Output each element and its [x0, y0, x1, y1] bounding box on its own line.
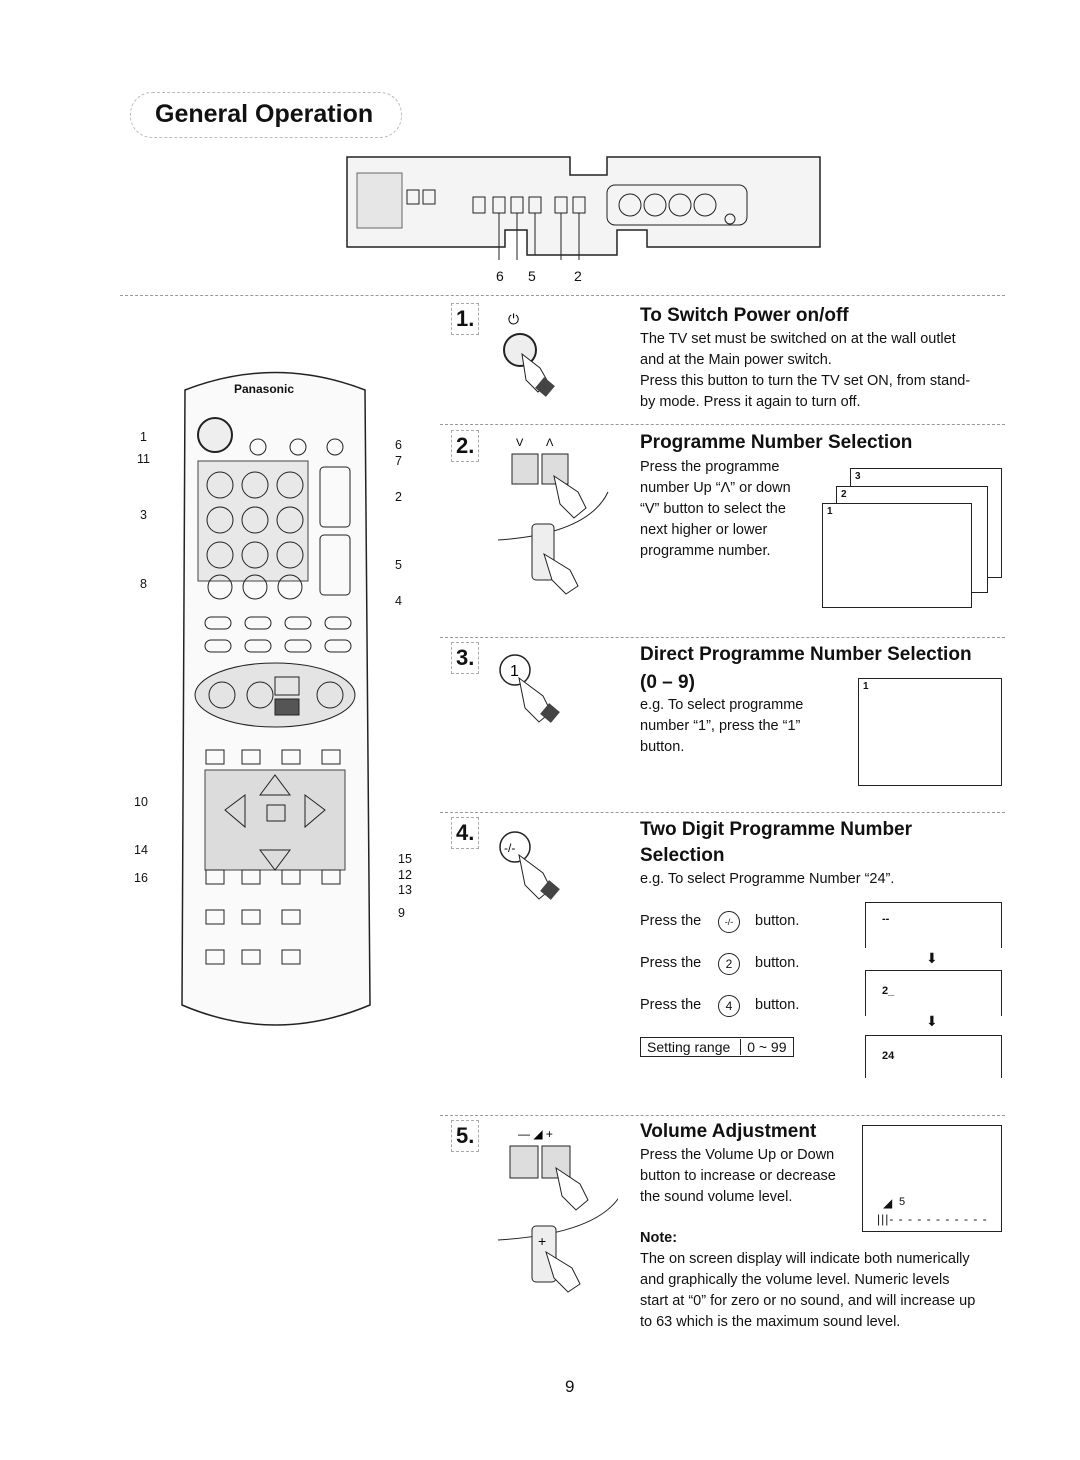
callout-10: 10: [134, 795, 148, 809]
button-label: button.: [755, 997, 800, 1013]
step-number-1: 1.: [451, 303, 480, 335]
callout-2: 2: [395, 490, 402, 504]
power-button-hand-icon: ⏻: [503, 311, 555, 397]
tv-screen-step-b: 2_: [865, 970, 1002, 1016]
note-label: Note:: [640, 1230, 678, 1246]
panel-label-5: 5: [528, 268, 536, 284]
key-4-icon: 4: [718, 995, 740, 1017]
page-number: 9: [565, 1377, 575, 1396]
callout-6: 6: [395, 438, 402, 452]
callout-14: 14: [134, 843, 148, 857]
section-3-line-3: button.: [640, 739, 685, 755]
setting-range-box: Setting range 0 ~ 99: [640, 1037, 794, 1057]
callout-1: 1: [140, 430, 147, 444]
remote-brand: Panasonic: [234, 382, 295, 396]
setting-range-label: Setting range: [647, 1039, 731, 1055]
callout-13: 13: [398, 883, 412, 897]
callout-8: 8: [140, 577, 147, 591]
digit-1-button-hand-icon: 1: [499, 654, 560, 723]
key-minus-icon: -/-: [718, 911, 740, 933]
step-number-4: 4.: [451, 817, 480, 849]
press-the-label: Press the: [640, 997, 702, 1013]
divider: [440, 424, 1005, 425]
section-1-line-2: and at the Main power switch.: [640, 352, 832, 368]
note-line-2: and graphically the volume level. Numeri…: [640, 1272, 950, 1288]
callout-7: 7: [395, 454, 402, 468]
volume-icon: ◢: [883, 1196, 893, 1210]
remote-control-diagram: [181, 371, 371, 1026]
setting-range-value: 0 ~ 99: [740, 1039, 787, 1055]
svg-text:Λ: Λ: [546, 437, 554, 449]
callout-11: 11: [137, 452, 150, 466]
arrow-down-icon: ⬇: [926, 950, 938, 966]
volume-button-hand-icon: — ◢ + +: [497, 1127, 618, 1293]
svg-text:1: 1: [510, 663, 519, 680]
tv-screen-1: 1: [822, 503, 972, 608]
two-digit-button-hand-icon: -/-: [499, 831, 560, 900]
page-title: General Operation: [130, 92, 402, 138]
button-label: button.: [755, 913, 800, 929]
note-line-4: to 63 which is the maximum sound level.: [640, 1314, 901, 1330]
tv-screen-volume: ◢ 5 |||- - - - - - - - - - -: [862, 1125, 1002, 1232]
step-number-5: 5.: [451, 1120, 480, 1152]
section-1-title: To Switch Power on/off: [640, 305, 849, 326]
section-3-line-1: e.g. To select programme: [640, 697, 804, 713]
button-label: button.: [755, 955, 800, 971]
tv-screen-step-a: --: [865, 902, 1002, 948]
section-3-subtitle: (0 – 9): [640, 672, 695, 693]
section-5-title: Volume Adjustment: [640, 1121, 817, 1142]
press-the-label: Press the: [640, 955, 702, 971]
section-3-title: Direct Programme Number Selection: [640, 644, 972, 665]
section-5-line-1: Press the Volume Up or Down: [640, 1147, 835, 1163]
press-the-label: Press the: [640, 913, 702, 929]
section-5-line-3: the sound volume level.: [640, 1189, 793, 1205]
section-2-line-3: “V” button to select the: [640, 501, 786, 517]
callout-3: 3: [140, 508, 147, 522]
svg-text:V: V: [516, 437, 524, 449]
panel-label-6: 6: [496, 268, 504, 284]
section-4-example: e.g. To select Programme Number “24”.: [640, 871, 895, 887]
step-number-3: 3.: [451, 642, 480, 674]
section-2-line-1: Press the programme: [640, 459, 780, 475]
callout-15: 15: [398, 852, 412, 866]
divider: [120, 295, 1005, 296]
section-3-line-2: number “1”, press the “1”: [640, 718, 801, 734]
divider: [440, 1115, 1005, 1116]
key-2-icon: 2: [718, 953, 740, 975]
section-5-line-2: button to increase or decrease: [640, 1168, 836, 1184]
callout-5: 5: [395, 558, 402, 572]
section-1-line-1: The TV set must be switched on at the wa…: [640, 331, 956, 347]
step-number-2: 2.: [451, 430, 480, 462]
panel-label-2: 2: [574, 268, 582, 284]
note-line-1: The on screen display will indicate both…: [640, 1251, 970, 1267]
section-1-line-4: by mode. Press it again to turn off.: [640, 394, 861, 410]
divider: [440, 637, 1005, 638]
callout-9: 9: [398, 906, 405, 920]
divider: [440, 812, 1005, 813]
callout-12: 12: [398, 868, 412, 882]
svg-text:+: +: [538, 1233, 546, 1249]
section-2-line-2: number Up “Λ” or down: [640, 480, 791, 496]
section-4-title-line-1: Two Digit Programme Number: [640, 819, 913, 840]
svg-text:— ◢ +: — ◢ +: [518, 1127, 553, 1141]
callout-4: 4: [395, 594, 402, 608]
svg-text:⏻: ⏻: [508, 311, 519, 327]
arrow-down-icon: ⬇: [926, 1013, 938, 1029]
section-2-line-4: next higher or lower: [640, 522, 768, 538]
section-1-line-3: Press this button to turn the TV set ON,…: [640, 373, 971, 389]
tv-panel-diagram: [346, 156, 821, 260]
svg-text:-/-: -/-: [504, 841, 515, 855]
section-2-title: Programme Number Selection: [640, 432, 913, 453]
note-line-3: start at “0” for zero or no sound, and w…: [640, 1293, 976, 1309]
volume-bar: |||- - - - - - - - - - -: [877, 1212, 988, 1226]
section-2-line-5: programme number.: [640, 543, 771, 559]
tv-screen-direct: 1: [858, 678, 1002, 786]
volume-level: 5: [899, 1196, 906, 1208]
section-4-title-line-2: Selection: [640, 845, 725, 866]
callout-16: 16: [134, 871, 148, 885]
tv-screen-step-c: 24: [865, 1035, 1002, 1078]
